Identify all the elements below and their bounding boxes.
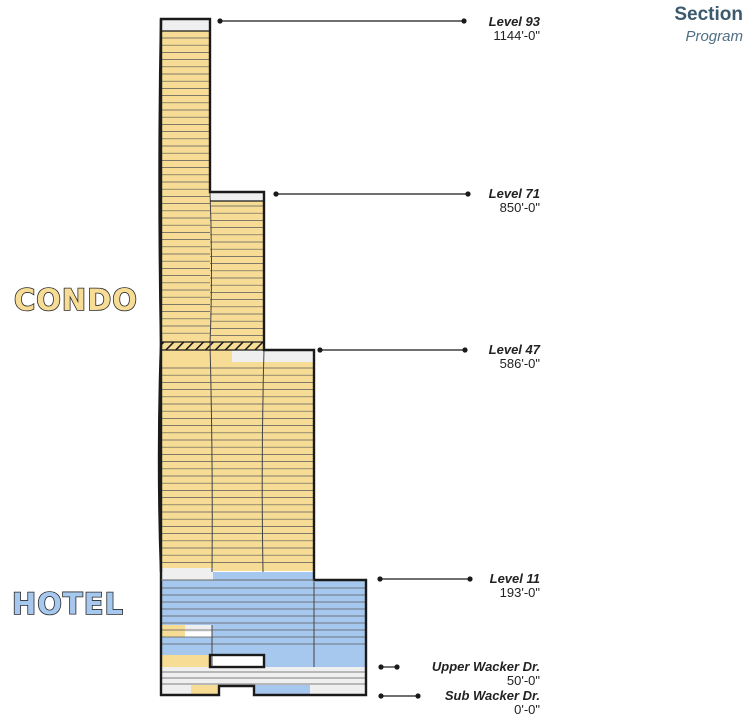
level-name: Upper Wacker Dr. (432, 659, 540, 674)
divider-strip (161, 568, 213, 580)
level-elevation: 50'-0" (507, 673, 541, 688)
building-fills (161, 19, 366, 695)
leader-dot-end (394, 664, 400, 670)
sub-level-left (161, 685, 191, 695)
hotel-main (161, 580, 366, 625)
leader-dot-end (415, 693, 421, 699)
building-outlines (157, 17, 368, 697)
leader-dot-start (317, 347, 323, 353)
condo-lower-top (161, 350, 232, 362)
level-name: Level 71 (489, 186, 540, 201)
level-elevation: 850'-0" (500, 200, 541, 215)
building-outline (159, 17, 368, 697)
sub-level-condo (191, 685, 219, 695)
zone-label-hotel: HOTEL (12, 587, 124, 621)
transfer-band (161, 342, 264, 350)
left-facade (157, 18, 163, 573)
zone-label-condo: CONDO (14, 283, 138, 317)
hotel-mixed-1 (161, 625, 185, 637)
hotel-lower (212, 625, 366, 655)
level-name: Sub Wacker Dr. (445, 688, 540, 703)
sub-level-hotel (254, 685, 310, 695)
level-name: Level 47 (489, 342, 541, 357)
hotel-top-strip (213, 572, 314, 582)
level-elevation: 1144'-0" (493, 28, 540, 43)
level-name: Level 11 (490, 571, 540, 586)
column-divider-2 (261, 349, 265, 573)
leader-dot-start (378, 664, 384, 670)
condo-lower (161, 362, 314, 571)
mech-level-47 (232, 350, 314, 362)
leader-dot-start (377, 576, 383, 582)
floor-lines (161, 37, 366, 685)
mech-level-71 (210, 192, 264, 201)
podium-void (210, 655, 264, 667)
section-title: Section (674, 4, 743, 25)
condo-column-1 (161, 31, 210, 344)
podium-void-outline (208, 653, 266, 669)
level-elevation: 0'-0" (514, 702, 540, 717)
leader-dot-start (378, 693, 384, 699)
leader-dot-end (467, 576, 473, 582)
level-elevation: 586'-0" (500, 356, 541, 371)
level-callout: Sub Wacker Dr.0'-0" (378, 688, 540, 717)
podium-service (161, 667, 366, 685)
level-name: Level 93 (489, 14, 541, 29)
section-subtitle: Program (685, 28, 743, 45)
leader-dot-start (217, 18, 223, 24)
column-divider-1 (209, 191, 213, 573)
podium-hotel (264, 655, 366, 667)
hotel-lower-left (161, 637, 212, 655)
leader-dot-start (273, 191, 279, 197)
mech-level-93 (161, 19, 210, 31)
level-callout: Upper Wacker Dr.50'-0" (378, 659, 540, 688)
leader-dot-end (465, 191, 471, 197)
hotel-gap (185, 625, 212, 632)
podium-amenity (161, 655, 210, 667)
leader-dot-end (462, 347, 468, 353)
leader-dot-end (461, 18, 467, 24)
sub-level-right (310, 685, 366, 695)
level-elevation: 193'-0" (500, 585, 541, 600)
condo-column-2 (210, 201, 264, 344)
